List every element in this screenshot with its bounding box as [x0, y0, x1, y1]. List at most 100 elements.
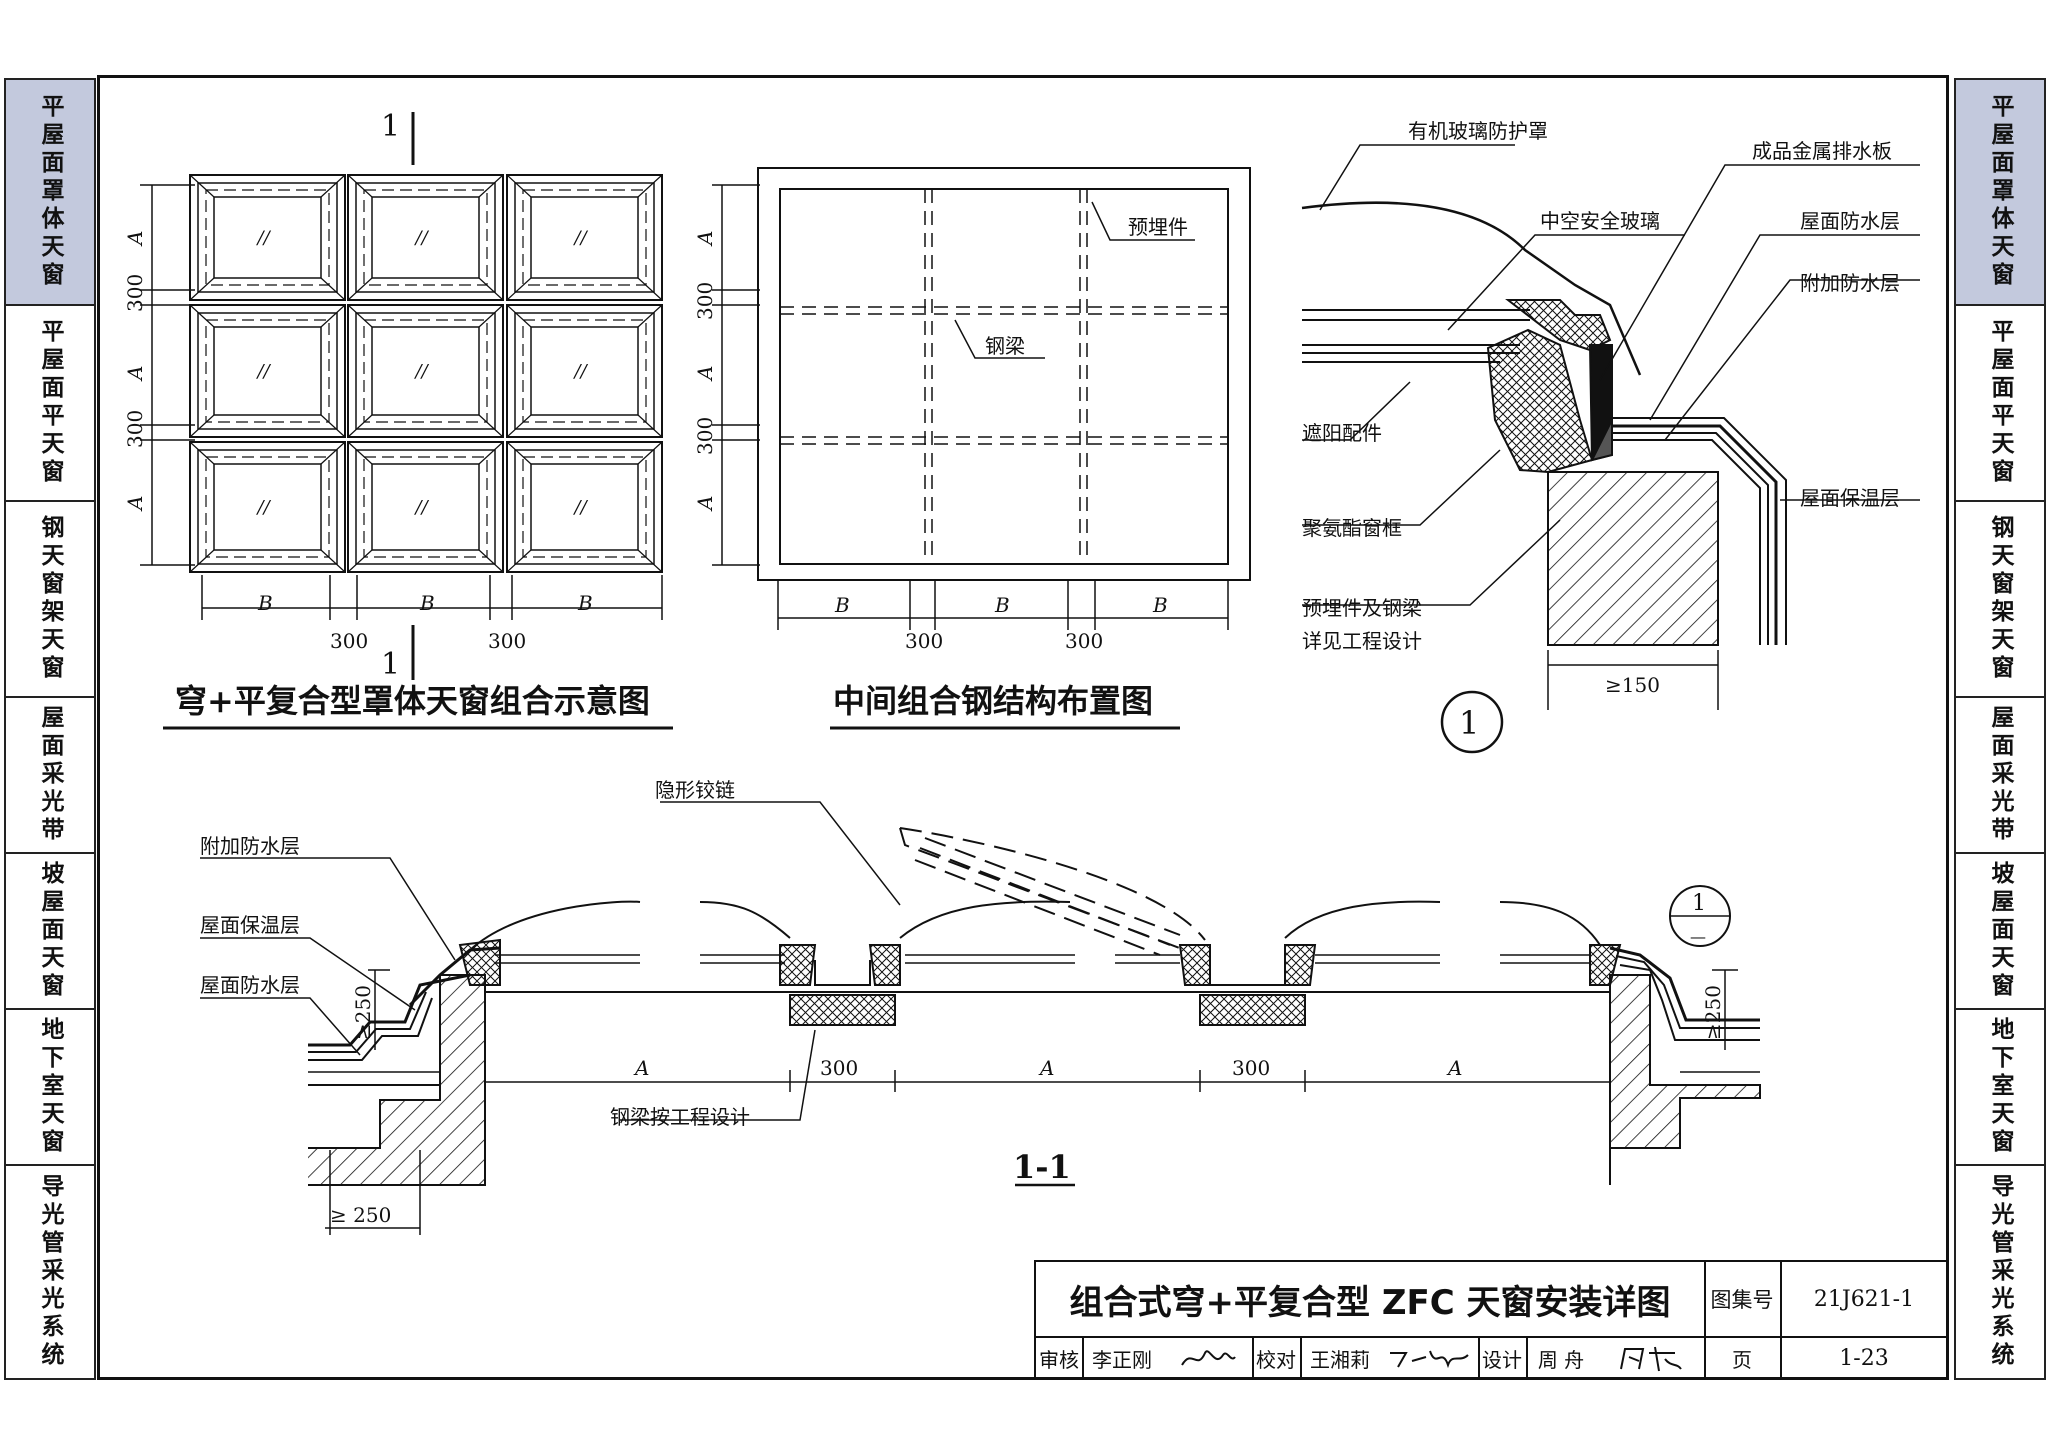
dim-b-label: B [1152, 593, 1168, 617]
nav-tab-label: 导光管采光系统 [1987, 1174, 2013, 1370]
left-category-nav: 平屋面罩体天窗 平屋面平天窗 钢天窗架天窗 屋面采光带 坡屋面天窗 地下室天窗 … [4, 78, 96, 1380]
glass-mark: // [414, 361, 430, 382]
insulation-label: 屋面保温层 [1800, 486, 1900, 510]
nav-tab-label: 地下室天窗 [1987, 1017, 2013, 1157]
nav-tab-label: 钢天窗架天窗 [1987, 515, 2013, 683]
nav-tab-label: 屋面采光带 [1987, 705, 2013, 845]
dim-300-label: 300 [693, 282, 717, 320]
page-label: 页 [1704, 1336, 1782, 1380]
skylight-panel: // [189, 174, 346, 301]
dim-250-bottom: ≥ 250 [330, 1203, 391, 1227]
nav-tab-label: 导光管采光系统 [37, 1174, 63, 1370]
dim-a-label: A [693, 231, 717, 247]
skylight-panel: // [506, 441, 663, 573]
glass-mark: // [256, 361, 272, 382]
nav-tab-label: 屋面采光带 [37, 705, 63, 845]
embed-label: 预埋件 [1128, 215, 1188, 239]
skylight-panel: // [506, 174, 663, 301]
review-signature [1162, 1336, 1254, 1380]
additional-waterproof-label: 附加防水层 [1800, 271, 1900, 295]
review-name: 李正刚 [1092, 1347, 1152, 1372]
dim-a-label: A [1038, 1056, 1054, 1080]
nav-tab-label: 坡屋面天窗 [1987, 861, 2013, 1001]
nav-tab-basement[interactable]: 地下室天窗 [6, 1010, 94, 1166]
beam-label: 钢梁 [985, 334, 1025, 358]
glass-mark: // [573, 497, 589, 518]
atlas-label: 图集号 [1704, 1260, 1782, 1338]
dim-300-label: 300 [488, 629, 526, 653]
skylight-panel: // [347, 174, 504, 301]
dim-250-label: ≥250 [1701, 985, 1725, 1040]
detail-1-diagram [1301, 144, 1920, 754]
nav-tab-steel-frame[interactable]: 钢天窗架天窗 [6, 502, 94, 698]
combination-plan-labels: 1 1 A 300 A 300 A B B B 300 300 穹+平复合型罩体… [123, 109, 650, 720]
dim-300-label: 300 [330, 629, 368, 653]
beam-design-label: 钢梁按工程设计 [610, 1105, 750, 1129]
glass-mark: // [256, 228, 272, 249]
nav-tab-light-strip[interactable]: 屋面采光带 [6, 698, 94, 854]
dim-b-label: B [834, 593, 850, 617]
dim-b-label: B [419, 591, 435, 615]
dim-300-label: 300 [1065, 629, 1103, 653]
section-title: 1-1 [1013, 1148, 1071, 1186]
skylight-panel: // [189, 304, 346, 438]
nav-tab-flat-roof-flat[interactable]: 平屋面平天窗 [6, 306, 94, 502]
dim-a-label: A [123, 366, 147, 382]
signature-image [1181, 1350, 1236, 1366]
dim-a-label: A [693, 366, 717, 382]
glass-mark: // [414, 228, 430, 249]
nav-tab-label: 平屋面罩体天窗 [1987, 94, 2013, 290]
dim-a-label: A [123, 231, 147, 247]
dim-250-label: ≥250 [351, 985, 375, 1040]
detail-1-labels: 有机玻璃防护罩 中空安全玻璃 成品金属排水板 屋面防水层 附加防水层 遮阳配件 … [1302, 119, 1900, 742]
shading-label: 遮阳配件 [1302, 421, 1382, 445]
hollow-glass-label: 中空安全玻璃 [1540, 209, 1660, 233]
drawing-frame [97, 75, 1949, 1380]
glass-mark: // [573, 228, 589, 249]
nav-tab-label: 钢天窗架天窗 [37, 515, 63, 683]
roof-waterproof-label: 屋面防水层 [1800, 209, 1900, 233]
nav-tab-basement[interactable]: 地下室天窗 [1956, 1010, 2044, 1166]
nav-tab-light-tube[interactable]: 导光管采光系统 [6, 1166, 94, 1378]
nav-tab-steel-frame[interactable]: 钢天窗架天窗 [1956, 502, 2044, 698]
dim-150-label: ≥150 [1605, 673, 1660, 697]
nav-tab-label: 平屋面罩体天窗 [37, 94, 63, 290]
glass-mark: // [573, 361, 589, 382]
index-top: 1 [1692, 891, 1706, 916]
embed-steel-note: 详见工程设计 [1302, 629, 1422, 653]
review-label: 审核 [1034, 1336, 1084, 1380]
section-additional-label: 附加防水层 [200, 834, 300, 858]
nav-tab-flat-roof-dome[interactable]: 平屋面罩体天窗 [6, 80, 94, 306]
nav-tab-sloped-roof[interactable]: 坡屋面天窗 [6, 854, 94, 1010]
nav-tab-light-tube[interactable]: 导光管采光系统 [1956, 1166, 2044, 1378]
nav-tab-flat-roof-dome[interactable]: 平屋面罩体天窗 [1956, 80, 2044, 306]
nav-tab-light-strip[interactable]: 屋面采光带 [1956, 698, 2044, 854]
right-category-nav: 平屋面罩体天窗 平屋面平天窗 钢天窗架天窗 屋面采光带 坡屋面天窗 地下室天窗 … [1954, 78, 2046, 1380]
combination-plan-diagram: ////////////////// [140, 112, 673, 730]
signature-image [1620, 1346, 1682, 1372]
nav-tab-flat-roof-flat[interactable]: 平屋面平天窗 [1956, 306, 2044, 502]
dim-300-label: 300 [820, 1056, 858, 1080]
fig1-title: 穹+平复合型罩体天窗组合示意图 [175, 682, 650, 720]
dim-b-label: B [257, 591, 273, 615]
steel-structure-diagram [712, 167, 1251, 730]
dim-a-label: A [633, 1056, 649, 1080]
drawing-title: 组合式穹+平复合型 ZFC 天窗安装详图 [1034, 1260, 1706, 1338]
atlas-number: 21J621-1 [1780, 1260, 1948, 1338]
nav-tab-label: 地下室天窗 [37, 1017, 63, 1157]
check-signature [1380, 1336, 1480, 1380]
dim-b-label: B [577, 591, 593, 615]
skylight-panel: // [347, 304, 504, 438]
section-waterproof-label: 屋面防水层 [200, 973, 300, 997]
embed-steel-label: 预埋件及钢梁 [1302, 596, 1422, 620]
nav-tab-sloped-roof[interactable]: 坡屋面天窗 [1956, 854, 2044, 1010]
index-bottom: — [1690, 927, 1706, 946]
check-label: 校对 [1252, 1336, 1302, 1380]
dim-a-label: A [1446, 1056, 1462, 1080]
dim-300-label: 300 [123, 274, 147, 312]
frame-label: 聚氨酯窗框 [1302, 516, 1402, 540]
dim-300-label: 300 [123, 410, 147, 448]
metal-drain-label: 成品金属排水板 [1752, 139, 1892, 163]
dim-a-label: A [693, 496, 717, 512]
check-name: 王湘莉 [1310, 1347, 1370, 1372]
